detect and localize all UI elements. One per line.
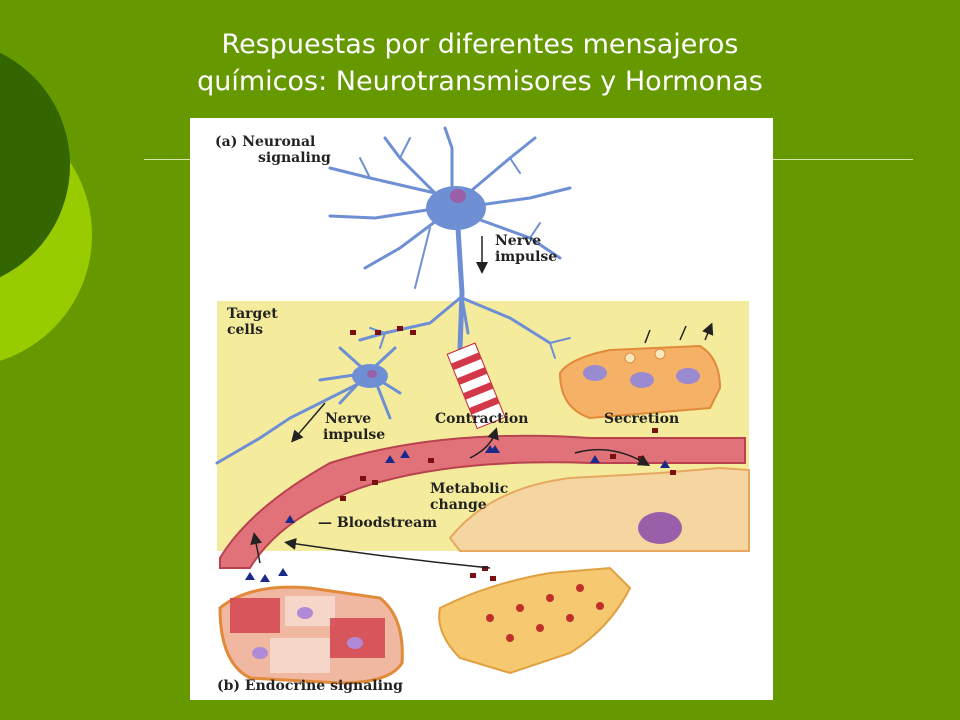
neuron-body	[426, 186, 486, 230]
title-rule-left	[144, 159, 190, 160]
endocrine-gland-right	[438, 566, 632, 675]
contraction-label: Contraction	[435, 411, 528, 427]
nerve-impulse-top-label-line2: impulse	[495, 249, 557, 265]
neuronal-signaling-label-line1: (a) Neuronal	[215, 134, 315, 150]
secretion-label: Secretion	[604, 411, 679, 427]
target-cells-label-line1: Target	[227, 306, 278, 322]
metabolic-change-label-line2: change	[430, 497, 487, 513]
signaling-figure: (a) Neuronal signaling Nerve impulse Tar…	[190, 118, 773, 700]
title-rule-right	[773, 159, 913, 160]
decorative-circles	[0, 52, 92, 361]
slide-title-line1: Respuestas por diferentes mensajeros	[221, 29, 739, 60]
slide-title: Respuestas por diferentes mensajeros quí…	[140, 26, 820, 100]
metabolic-cells	[448, 466, 750, 552]
signaling-diagram: (a) Neuronal signaling Nerve impulse Tar…	[215, 126, 750, 694]
endocrine-gland-left	[218, 585, 404, 685]
target-neuron	[215, 346, 402, 465]
neuron-cell	[328, 126, 572, 359]
slide-title-line2: químicos: Neurotransmisores y Hormonas	[197, 66, 763, 97]
neuronal-signaling-label-line2: signaling	[258, 150, 331, 166]
nerve-impulse-bottom-label-line1: Nerve	[325, 411, 371, 427]
neuron-nucleus	[450, 189, 466, 203]
dark-green-circle	[0, 52, 70, 278]
hormone-molecules	[245, 445, 670, 582]
target-cells-label-line2: cells	[227, 322, 263, 338]
metabolic-change-label-line1: Metabolic	[430, 481, 508, 497]
target-neuron-nucleus	[367, 370, 377, 378]
bloodstream-label: — Bloodstream	[318, 515, 437, 531]
signal-arrows	[250, 236, 651, 569]
secretory-cells	[558, 326, 722, 420]
endocrine-signaling-label: (b) Endocrine signaling	[217, 678, 403, 694]
nerve-impulse-bottom-label-line2: impulse	[323, 427, 385, 443]
blood-vessel	[219, 434, 746, 569]
nerve-impulse-top-label-line1: Nerve	[495, 233, 541, 249]
muscle-fiber	[446, 342, 506, 430]
